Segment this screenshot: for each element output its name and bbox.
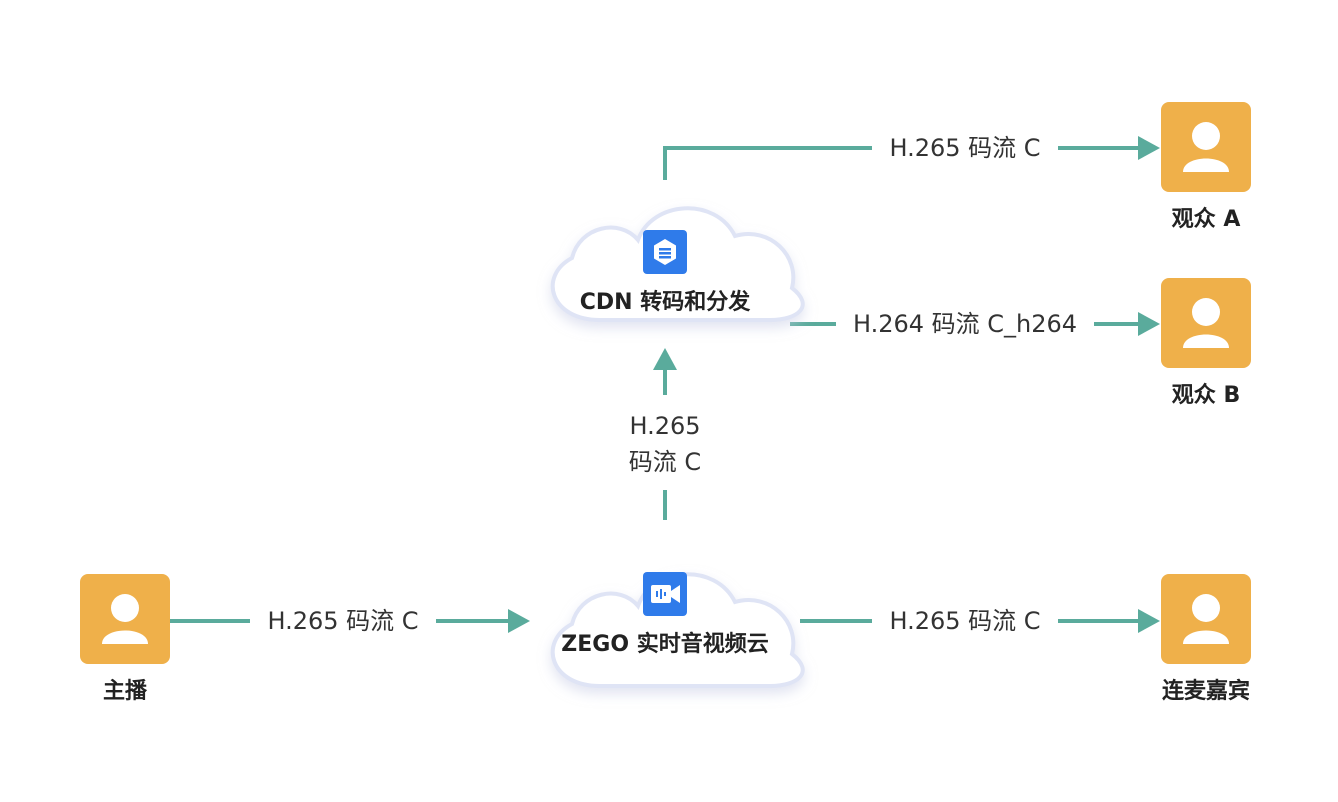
co-host-label: 连麦嘉宾	[1162, 678, 1250, 704]
edge-cdn-to-audience-b: H.264 码流 C_h264	[790, 310, 1160, 338]
audience-b-node: 观众 B	[1161, 278, 1251, 408]
edge-label-cdn-to-audience-b: H.264 码流 C_h264	[853, 310, 1077, 338]
co-host-node: 连麦嘉宾	[1161, 574, 1251, 704]
host-node: 主播	[80, 574, 170, 704]
edge-label-zego-to-cdn-line1: H.265	[629, 412, 700, 440]
edge-label-zego-to-cohost: H.265 码流 C	[889, 607, 1040, 635]
zego-cloud-node: ZEGO 实时音视频云	[550, 572, 805, 688]
video-camera-icon	[643, 572, 687, 616]
audience-a-node: 观众 A	[1161, 102, 1251, 232]
edge-zego-to-cdn: H.265 码流 C	[629, 348, 701, 520]
zego-cloud-label: ZEGO 实时音视频云	[561, 631, 768, 657]
user-icon	[1161, 102, 1251, 192]
edge-label-zego-to-cdn-line2: 码流 C	[629, 448, 701, 476]
user-icon	[80, 574, 170, 664]
cdn-cloud-node: CDN 转码和分发	[550, 206, 805, 322]
edge-label-host-to-zego: H.265 码流 C	[267, 607, 418, 635]
audience-a-label: 观众 A	[1172, 207, 1241, 232]
edge-zego-to-cohost: H.265 码流 C	[800, 607, 1160, 635]
edge-cdn-to-audience-a: H.265 码流 C	[663, 134, 1160, 180]
edge-host-to-zego: H.265 码流 C	[170, 607, 530, 635]
audience-b-label: 观众 B	[1172, 383, 1240, 408]
user-icon	[1161, 574, 1251, 664]
cdn-icon	[643, 230, 687, 274]
cdn-cloud-label: CDN 转码和分发	[580, 289, 751, 315]
edge-label-cdn-to-audience-a: H.265 码流 C	[889, 134, 1040, 162]
host-label: 主播	[103, 679, 148, 704]
user-icon	[1161, 278, 1251, 368]
